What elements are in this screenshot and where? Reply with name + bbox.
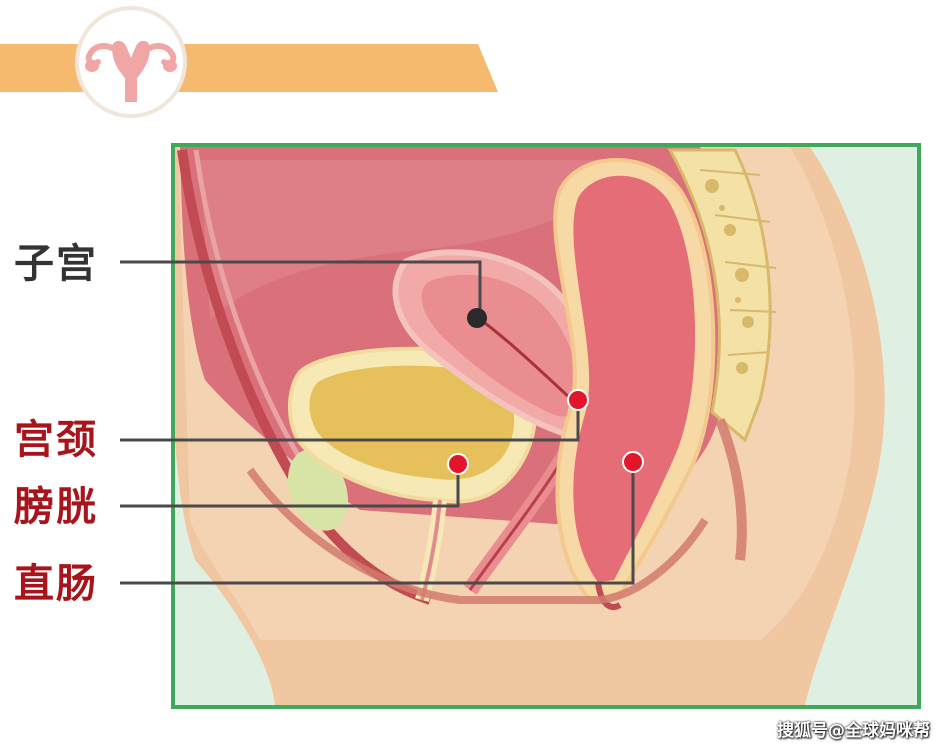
label-bladder: 膀胱: [14, 484, 98, 530]
leader-lines: [120, 260, 635, 585]
label-uterus: 子宫: [14, 241, 98, 287]
header-banner: [0, 44, 498, 92]
leader-line-cervix: [120, 400, 580, 442]
sacrum: [667, 148, 777, 443]
watermark-text: 搜狐号@全球妈咪帮: [777, 721, 930, 741]
leader-line-uterus: [120, 260, 482, 318]
bladder-marker: [447, 453, 469, 475]
leader-line-bladder: [120, 464, 460, 508]
leader-line-rectum: [120, 462, 635, 585]
rectum-marker: [622, 451, 644, 473]
uterus-marker: [467, 308, 487, 328]
label-rectum: 直肠: [14, 561, 98, 607]
label-cervix: 宫颈: [14, 417, 98, 463]
rectum-organ: [553, 158, 716, 610]
uterus-icon: [85, 40, 177, 102]
cervix-marker: [567, 389, 589, 411]
